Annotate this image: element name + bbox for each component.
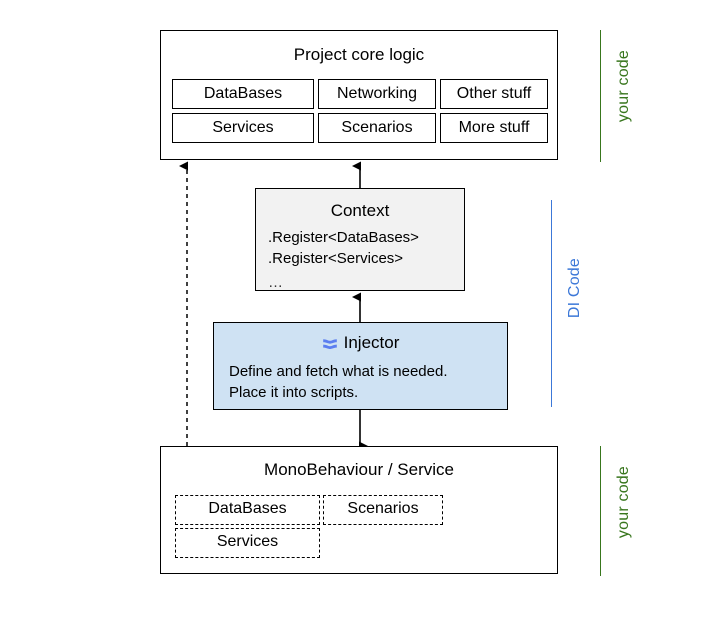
monobehaviour-title: MonoBehaviour / Service	[264, 460, 454, 479]
your-code-label-bottom: your code	[615, 466, 632, 539]
core-logic-row: DataBases Networking Other stuff	[172, 79, 548, 109]
injector-line-2: Place it into scripts.	[229, 384, 359, 401]
core-logic-title: Project core logic	[293, 45, 425, 64]
monobehaviour-row: DataBases Scenarios	[175, 495, 443, 525]
core-cell-more-stuff: More stuff	[440, 113, 548, 143]
di-code-label: DI Code	[566, 258, 583, 319]
monobehaviour-service-box: MonoBehaviour / Service DataBases Scenar…	[160, 446, 558, 574]
core-logic-cell-grid: DataBases Networking Other stuff Service…	[172, 79, 548, 143]
context-register-services: .Register<Services>	[268, 250, 404, 267]
injector-description: Define and fetch what is needed. Place i…	[229, 361, 447, 403]
context-code-lines: .Register<DataBases> .Register<Services>…	[268, 227, 419, 293]
core-logic-row: Services Scenarios More stuff	[172, 113, 548, 143]
context-title: Context	[330, 201, 390, 220]
monobehaviour-row: Services	[175, 528, 443, 558]
injector-line-1: Define and fetch what is needed.	[229, 363, 448, 380]
your-code-bracket-bottom	[600, 446, 601, 576]
core-cell-scenarios: Scenarios	[318, 113, 436, 143]
core-cell-databases: DataBases	[172, 79, 314, 109]
core-cell-services: Services	[172, 113, 314, 143]
monobehaviour-cell-grid: DataBases Scenarios Services	[175, 495, 443, 558]
mono-cell-databases: DataBases	[175, 495, 320, 525]
your-code-label-top: your code	[615, 50, 632, 123]
context-ellipsis: …	[268, 274, 285, 291]
project-core-logic-box: Project core logic DataBases Networking …	[160, 30, 558, 160]
injector-box: Injector Define and fetch what is needed…	[213, 322, 508, 410]
your-code-bracket-top	[600, 30, 601, 162]
mono-cell-scenarios: Scenarios	[323, 495, 443, 525]
core-cell-networking: Networking	[318, 79, 436, 109]
di-code-bracket	[551, 200, 552, 407]
context-box: Context .Register<DataBases> .Register<S…	[255, 188, 465, 291]
injector-header: Injector	[214, 332, 507, 354]
layers-icon	[322, 336, 338, 352]
mono-cell-services: Services	[175, 528, 320, 558]
injector-title: Injector	[343, 333, 400, 352]
core-cell-other-stuff: Other stuff	[440, 79, 548, 109]
context-register-databases: .Register<DataBases>	[268, 229, 419, 246]
